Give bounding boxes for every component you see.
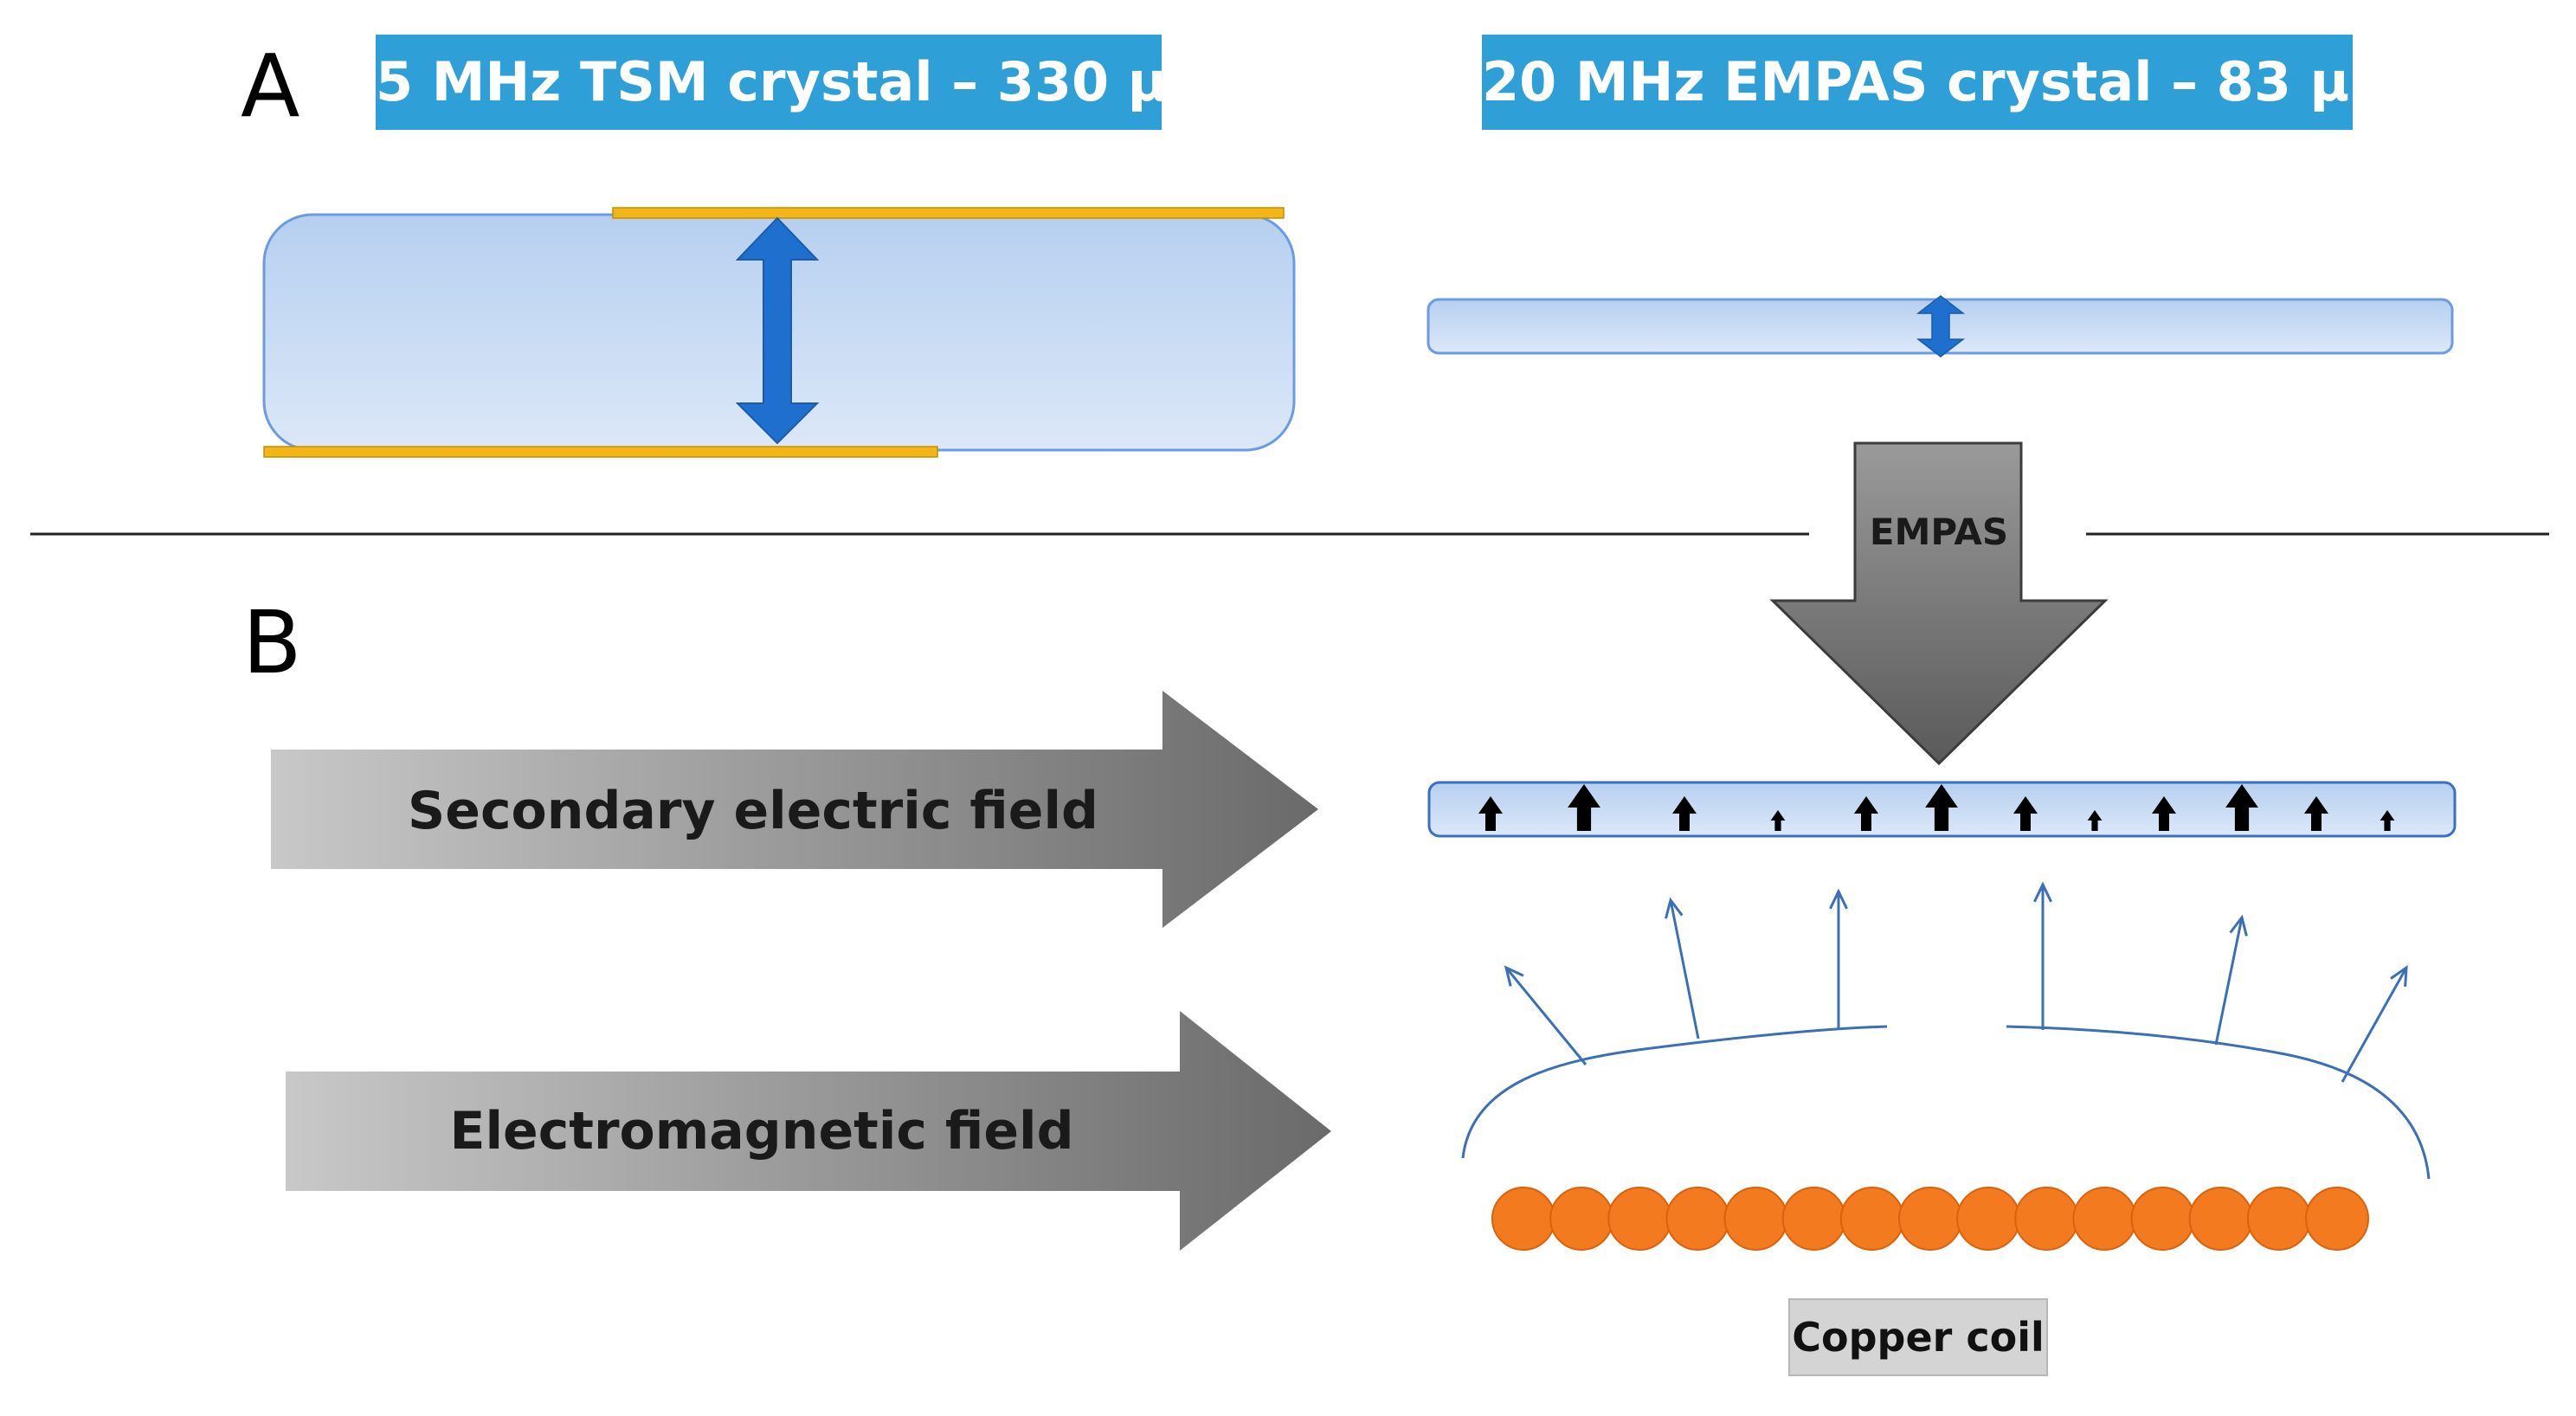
displacement-arrow bbox=[1478, 796, 1503, 831]
tsm-top-electrode bbox=[612, 207, 1285, 219]
displacement-arrow bbox=[1770, 810, 1786, 831]
displacement-arrow bbox=[2152, 796, 2176, 831]
coil-winding bbox=[1723, 1187, 1788, 1251]
empas-crystal-label: 20 MHz EMPAS crystal – 83 μm bbox=[1482, 35, 2353, 130]
field-ray bbox=[2341, 967, 2408, 1083]
field-line-arc-left bbox=[1461, 1025, 1888, 1159]
secondary-field-arrow bbox=[271, 691, 1318, 928]
crystal-displacement-arrows bbox=[1478, 784, 2395, 831]
tsm-crystal-label: 5 MHz TSM crystal – 330 μm bbox=[376, 35, 1162, 130]
coil-winding bbox=[1607, 1187, 1672, 1251]
coil-winding bbox=[1956, 1187, 2021, 1251]
field-ray bbox=[1504, 967, 1587, 1065]
coil-winding bbox=[2014, 1187, 2079, 1251]
field-ray-arrowhead bbox=[1504, 965, 1524, 987]
displacement-arrow bbox=[1925, 784, 1958, 831]
displacement-arrow bbox=[2380, 810, 2395, 831]
displacement-arrow bbox=[1854, 796, 1878, 831]
coil-winding bbox=[2130, 1187, 2195, 1251]
copper-coil-label: Copper coil bbox=[1788, 1298, 2048, 1376]
coil-winding bbox=[1665, 1187, 1730, 1251]
field-ray bbox=[2214, 917, 2244, 1046]
empas-vibration-arrow bbox=[1916, 295, 1966, 357]
field-ray-arrowhead bbox=[2033, 881, 2052, 903]
em-field-arrow bbox=[286, 1011, 1331, 1251]
coil-winding bbox=[1781, 1187, 1846, 1251]
coil-winding bbox=[1491, 1187, 1555, 1251]
tsm-vibration-arrow bbox=[735, 216, 820, 445]
displacement-arrow bbox=[1672, 796, 1697, 831]
field-ray-arrowhead bbox=[2390, 964, 2408, 988]
field-ray bbox=[1669, 899, 1700, 1039]
field-line-arc-right bbox=[2006, 1025, 2431, 1180]
displacement-arrow bbox=[2013, 796, 2038, 831]
coil-winding bbox=[2072, 1187, 2137, 1251]
coil-winding bbox=[1839, 1187, 1904, 1251]
displacement-arrow bbox=[2087, 810, 2103, 831]
field-ray-arrowhead bbox=[1829, 888, 1848, 910]
field-ray-arrowhead bbox=[1665, 897, 1684, 919]
displacement-arrow bbox=[1568, 784, 1600, 831]
displacement-arrow bbox=[2304, 796, 2328, 831]
coil-winding bbox=[2305, 1187, 2369, 1251]
coil-winding bbox=[1549, 1187, 1614, 1251]
panel-b-letter: B bbox=[242, 592, 302, 693]
coil-winding bbox=[2188, 1187, 2253, 1251]
displacement-arrow bbox=[2225, 784, 2258, 831]
coil-winding bbox=[1898, 1187, 1962, 1251]
copper-coil bbox=[1491, 1187, 2369, 1251]
empas-down-arrow bbox=[1769, 441, 2109, 766]
panel-a-letter: A bbox=[241, 35, 300, 137]
coil-winding bbox=[2246, 1187, 2311, 1251]
field-rays bbox=[1504, 881, 2408, 1083]
em-field-label: Electromagnetic field bbox=[449, 1101, 1074, 1162]
tsm-bottom-electrode bbox=[263, 446, 938, 458]
empas-arrow-label: EMPAS bbox=[1869, 511, 2009, 553]
secondary-field-label: Secondary electric field bbox=[408, 781, 1098, 841]
field-ray-arrowhead bbox=[2229, 914, 2248, 936]
